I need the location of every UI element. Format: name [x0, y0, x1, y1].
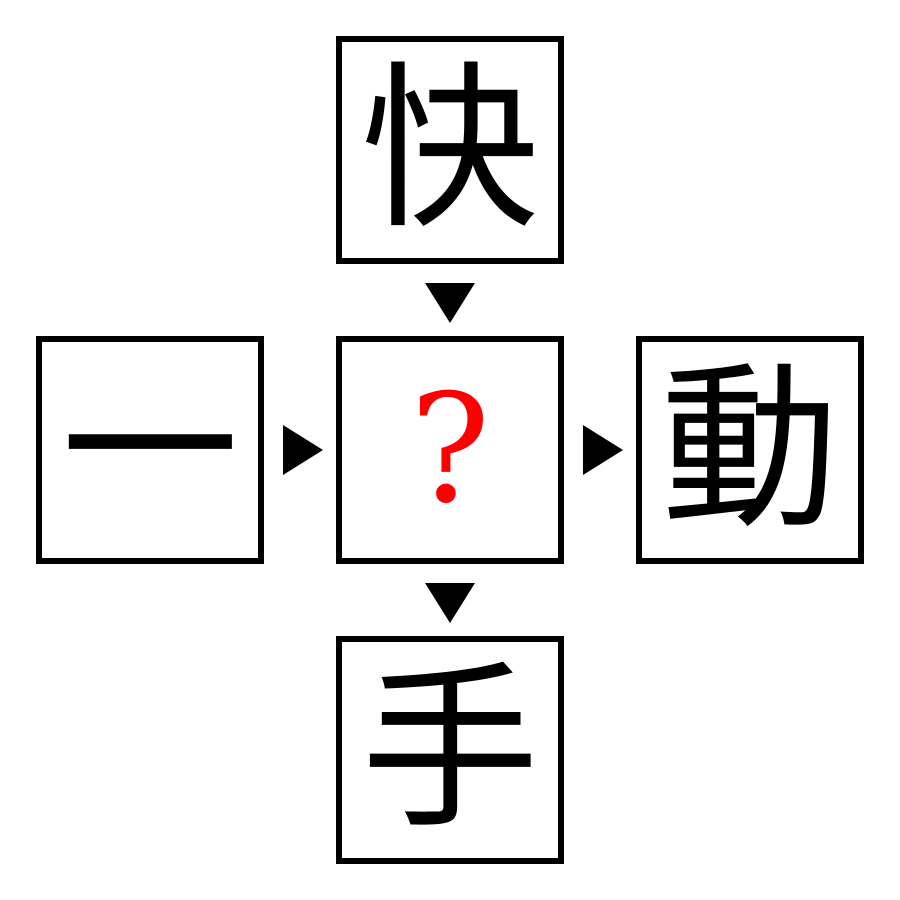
kanji-left: 一	[61, 346, 239, 553]
arrow-down-icon	[425, 583, 475, 623]
cell-bottom: 手	[336, 636, 564, 864]
arrow-down-icon	[425, 283, 475, 323]
cell-center-answer[interactable]: ?	[336, 336, 564, 564]
question-mark: ?	[409, 363, 491, 537]
cell-right: 動	[636, 336, 864, 564]
arrow-right-icon	[583, 425, 623, 475]
kanji-right: 動	[661, 346, 839, 553]
kanji-bottom: 手	[361, 646, 539, 853]
arrow-right-icon	[283, 425, 323, 475]
cell-left: 一	[36, 336, 264, 564]
kanji-top: 快	[361, 46, 539, 253]
cell-top: 快	[336, 36, 564, 264]
